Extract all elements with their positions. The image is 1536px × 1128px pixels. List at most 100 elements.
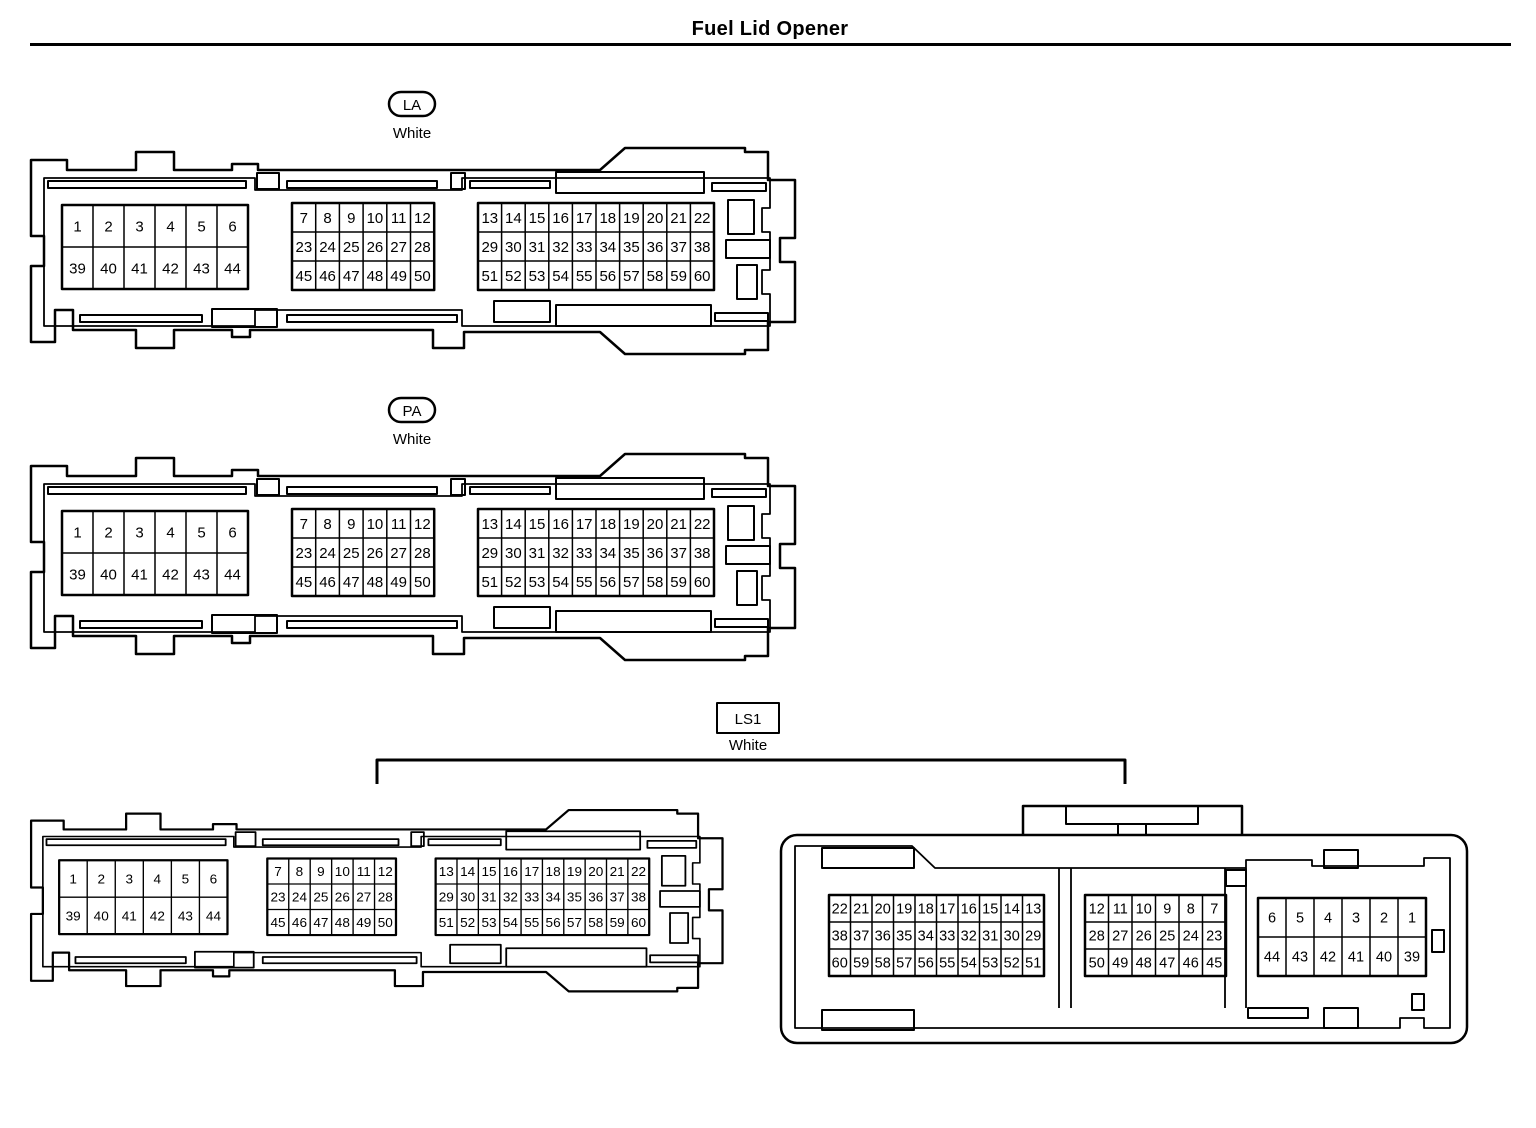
housing-slot — [469, 486, 551, 495]
housing-outline — [29, 452, 797, 662]
pin-number: 59 — [670, 268, 687, 285]
pin-number: 22 — [694, 516, 711, 533]
pin-number: 19 — [896, 902, 912, 918]
pin-number: 33 — [576, 239, 593, 256]
housing-slot — [211, 308, 278, 328]
pin-number: 27 — [390, 545, 407, 562]
pin-number: 42 — [162, 260, 179, 277]
housing-outline — [1117, 824, 1147, 835]
pin-number: 18 — [918, 902, 934, 918]
pin-number: 30 — [505, 545, 522, 562]
pin-number: 50 — [378, 915, 393, 930]
housing-slot — [79, 620, 203, 629]
page-title: Fuel Lid Opener — [691, 18, 849, 40]
pin-number: 20 — [588, 864, 603, 879]
housing-slot — [74, 956, 187, 965]
pin-number: 44 — [206, 909, 222, 924]
housing-slot — [821, 847, 915, 869]
pin-number: 25 — [343, 239, 360, 256]
pin-number: 16 — [552, 516, 569, 533]
pin-number: 14 — [505, 210, 522, 227]
pin-number: 56 — [599, 574, 616, 591]
pin-number: 55 — [576, 574, 593, 591]
pin-number: 8 — [1187, 902, 1195, 918]
housing-slot — [1225, 869, 1247, 887]
pin-number: 21 — [670, 516, 687, 533]
housing-slot — [821, 1009, 915, 1031]
pin-number: 33 — [576, 545, 593, 562]
pin-number: 51 — [1025, 956, 1041, 972]
pin-number: 58 — [588, 915, 603, 930]
pin-number: 40 — [1376, 950, 1392, 966]
pin-number: 49 — [356, 915, 371, 930]
pin-number: 32 — [552, 239, 569, 256]
pin-number: 22 — [832, 902, 848, 918]
housing-slot — [256, 478, 280, 496]
pin-number: 42 — [1320, 950, 1336, 966]
housing-slot — [493, 606, 551, 629]
pin-number: 14 — [505, 516, 522, 533]
pin-number: 1 — [1408, 911, 1416, 927]
pin-number: 60 — [832, 956, 848, 972]
housing-slot — [493, 300, 551, 323]
pin-number: 50 — [414, 268, 431, 285]
pin-number: 5 — [182, 872, 190, 887]
pin-number: 17 — [524, 864, 539, 879]
pin-number: 52 — [460, 915, 475, 930]
pin-number: 50 — [414, 574, 431, 591]
pin-number: 22 — [631, 864, 646, 879]
pin-number: 24 — [1183, 929, 1199, 945]
pin-number: 41 — [1348, 950, 1364, 966]
pin-number: 12 — [1089, 902, 1105, 918]
pin-number: 43 — [178, 909, 193, 924]
pin-number: 45 — [296, 268, 313, 285]
pin-number: 32 — [961, 929, 977, 945]
pin-number: 25 — [1159, 929, 1175, 945]
pin-number: 57 — [623, 574, 640, 591]
housing-slot — [1323, 1007, 1359, 1029]
pin-number: 36 — [647, 545, 664, 562]
pin-number: 57 — [567, 915, 582, 930]
pin-number: 46 — [292, 915, 307, 930]
pin-number: 40 — [100, 260, 117, 277]
pin-number: 31 — [982, 929, 998, 945]
pin-number: 14 — [460, 864, 476, 879]
pin-number: 27 — [390, 239, 407, 256]
pin-number: 59 — [670, 574, 687, 591]
pin-number: 29 — [439, 890, 454, 905]
housing-slot — [555, 171, 705, 194]
pin-number: 55 — [576, 268, 593, 285]
pin-number: 23 — [296, 545, 313, 562]
pin-number: 48 — [367, 574, 384, 591]
pin-number: 46 — [319, 268, 336, 285]
pin-number: 22 — [694, 210, 711, 227]
pin-number: 29 — [481, 545, 498, 562]
pin-number: 21 — [610, 864, 625, 879]
housing-slot — [193, 950, 255, 969]
connector-ls1-color: White — [729, 737, 767, 754]
pin-number: 10 — [367, 210, 384, 227]
housing-slot — [450, 478, 466, 496]
pin-number: 30 — [1004, 929, 1020, 945]
pin-number: 31 — [529, 239, 546, 256]
pin-number: 9 — [317, 864, 325, 879]
pin-number: 31 — [481, 890, 496, 905]
housing-outline — [1065, 806, 1199, 825]
pin-number: 11 — [357, 864, 371, 879]
pin-number: 19 — [567, 864, 582, 879]
housing-slot — [261, 956, 418, 965]
housing-outline — [43, 483, 771, 633]
pin-number: 8 — [323, 210, 331, 227]
housing-slot — [1247, 1007, 1309, 1019]
pin-number: 1 — [73, 218, 81, 235]
housing-slot — [736, 570, 758, 606]
pin-number: 13 — [1025, 902, 1041, 918]
housing-slot — [725, 239, 771, 259]
pin-number: 45 — [1206, 956, 1222, 972]
pin-number: 57 — [623, 268, 640, 285]
